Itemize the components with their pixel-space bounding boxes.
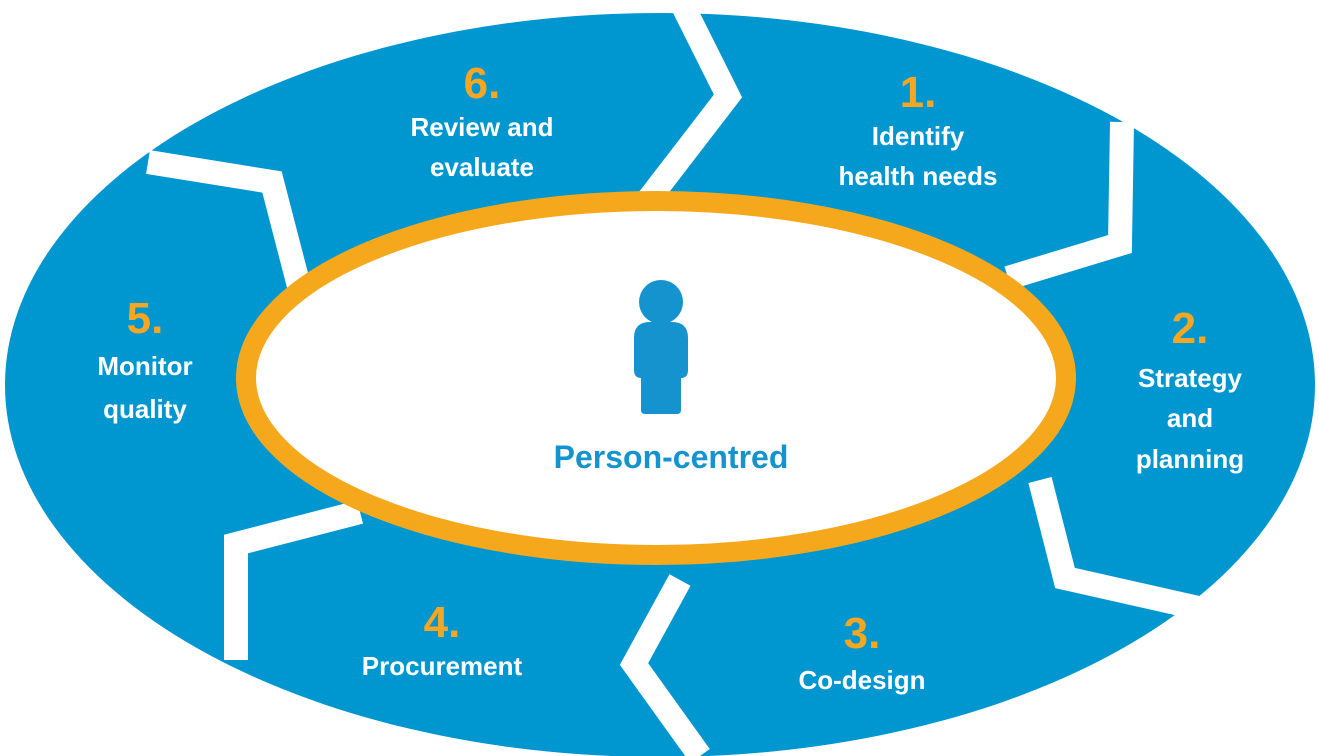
step-5-label-line-1: Monitor (97, 351, 192, 381)
divider-6-1 (638, 0, 743, 208)
step-5-number: 5. (127, 294, 164, 343)
step-4-number: 4. (424, 598, 461, 647)
step-2-number: 2. (1172, 304, 1209, 353)
segment-dividers (146, 0, 1201, 756)
step-6-number: 6. (464, 59, 501, 108)
step-5: 5. Monitor quality (97, 294, 192, 424)
step-3-number: 3. (844, 609, 881, 658)
divider-2-3 (1028, 477, 1201, 620)
step-1-label-line-1: Identify (872, 121, 965, 151)
step-4-label-line-1: Procurement (362, 651, 523, 681)
divider-1-2 (1004, 121, 1134, 290)
person-icon (634, 280, 688, 414)
step-4: 4. Procurement (362, 598, 523, 681)
step-1-label-line-2: health needs (839, 161, 998, 191)
step-6-label-line-2: evaluate (430, 152, 534, 182)
divider-4-5 (224, 500, 363, 660)
divider-3-4 (619, 574, 710, 756)
divider-5-6 (146, 150, 312, 294)
step-6-label-line-1: Review and (410, 112, 553, 142)
step-1-number: 1. (900, 68, 937, 117)
step-1: 1. Identify health needs (839, 68, 998, 191)
step-2-label-line-3: planning (1136, 444, 1244, 474)
center-label: Person-centred (554, 439, 789, 475)
step-3: 3. Co-design (798, 609, 925, 695)
step-3-label-line-1: Co-design (798, 665, 925, 695)
step-2: 2. Strategy and planning (1136, 304, 1244, 474)
step-2-label-line-1: Strategy (1138, 363, 1243, 393)
step-6: 6. Review and evaluate (410, 59, 553, 182)
step-2-label-line-2: and (1167, 403, 1213, 433)
step-5-label-line-2: quality (103, 394, 187, 424)
